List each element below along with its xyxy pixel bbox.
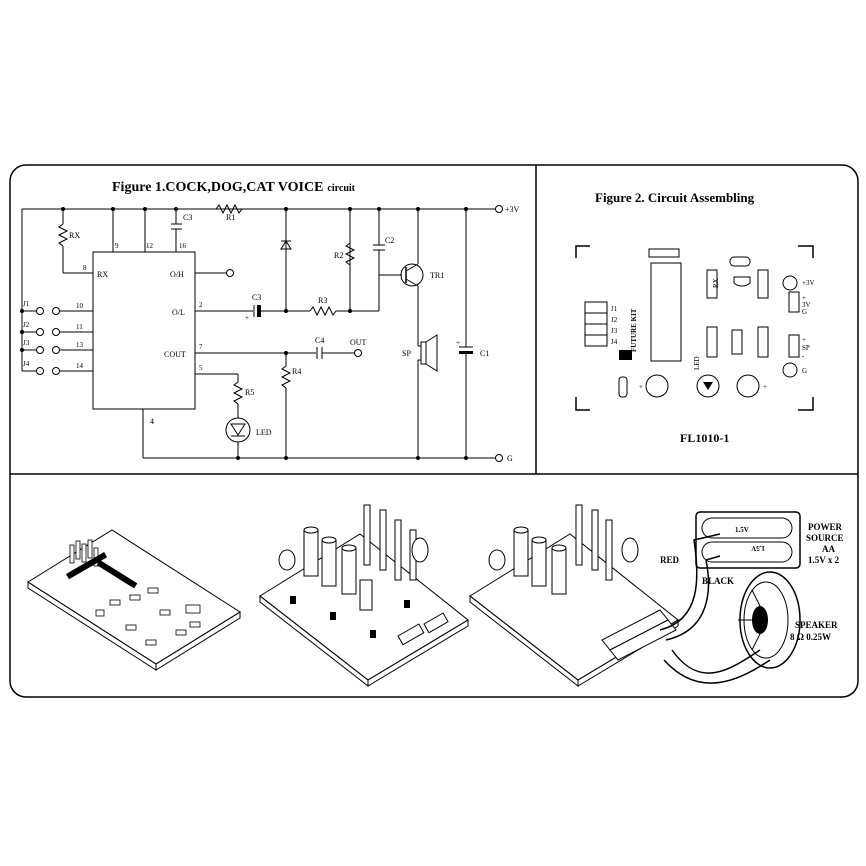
svg-text:G: G [802,367,807,375]
svg-text:SP: SP [802,344,810,352]
power-source-line2: SOURCE [806,533,844,543]
svg-text:5: 5 [199,364,203,372]
svg-text:SP: SP [402,349,411,358]
svg-text:-: - [802,352,805,360]
svg-text:J3: J3 [611,327,618,335]
pcb-illustration-1 [27,529,241,671]
led-symbol [225,417,251,443]
speaker [738,571,801,669]
svg-text:R2: R2 [334,251,343,260]
svg-text:OUT: OUT [350,338,367,347]
svg-text:J3: J3 [23,339,30,347]
svg-text:1.5V: 1.5V [735,526,749,534]
svg-text:TR1: TR1 [430,271,444,280]
supply-label: +3V [505,205,520,214]
power-source-line3: AA [822,544,835,554]
svg-text:C3: C3 [252,293,261,302]
svg-text:11: 11 [76,323,83,331]
svg-text:O/L: O/L [172,308,185,317]
outer-frame [9,164,859,698]
svg-text:13: 13 [76,341,84,349]
svg-text:2: 2 [199,301,203,309]
futurekit-logo [619,350,632,360]
power-source-line1: POWER [808,522,843,532]
svg-text:9: 9 [115,242,119,250]
pcb-illustration-2 [259,504,469,688]
power-source-line4: 1.5V x 2 [808,555,840,565]
figure2-assembly: Figure 2. Circuit Assembling J1 J2 J3 J4… [575,190,815,445]
svg-text:RX: RX [97,270,108,279]
speaker-symbol [420,341,427,365]
svg-text:8: 8 [83,264,87,272]
svg-text:+: + [245,314,249,322]
svg-text:LED: LED [693,356,701,370]
svg-text:14: 14 [76,362,84,370]
svg-text:J4: J4 [23,360,30,368]
svg-text:+: + [639,383,643,391]
svg-text:7: 7 [199,343,203,351]
svg-text:R4: R4 [292,367,301,376]
led-footprint [696,374,720,398]
ground-terminal [495,454,503,462]
svg-text:12: 12 [146,242,154,250]
svg-text:RX: RX [69,231,80,240]
svg-text:C3: C3 [183,213,192,222]
svg-text:RX: RX [712,278,720,288]
svg-text:4: 4 [150,417,154,426]
svg-text:R5: R5 [245,388,254,397]
svg-text:1.5V: 1.5V [751,544,765,552]
svg-text:+3V: +3V [802,279,815,287]
svg-text:J1: J1 [23,300,30,308]
ic-footprint [650,262,682,362]
svg-text:J2: J2 [611,316,618,324]
ground-label: G [507,454,513,463]
svg-text:16: 16 [179,242,187,250]
svg-text:R1: R1 [226,213,235,222]
svg-text:+: + [456,339,460,347]
pcb-illustration-3 [469,504,771,688]
svg-text:FUTURE KIT: FUTURE KIT [630,308,638,352]
red-wire-label: RED [660,555,680,565]
svg-text:+: + [802,336,806,344]
black-wire-label: BLACK [702,576,734,586]
voice-ic [92,251,196,410]
svg-text:J4: J4 [611,338,618,346]
svg-text:C4: C4 [315,336,324,345]
svg-text:C1: C1 [480,349,489,358]
transistor-tr1 [400,263,424,287]
board-code: FL1010-1 [680,431,729,445]
battery-holder: 1.5V 1.5V [695,511,801,569]
svg-text:3V: 3V [802,301,811,309]
svg-text:O/H: O/H [170,270,184,279]
svg-text:COUT: COUT [164,350,186,359]
svg-text:+: + [802,294,806,302]
figure2-title: Figure 2. Circuit Assembling [595,190,755,205]
svg-text:R3: R3 [318,296,327,305]
svg-text:G: G [802,308,807,316]
svg-text:LED: LED [256,428,272,437]
svg-text:J2: J2 [23,321,30,329]
speaker-spec: 8 Ω 0.25W [790,632,831,642]
svg-text:J1: J1 [611,305,618,313]
supply-terminal [495,205,503,213]
speaker-label: SPEAKER [795,620,838,630]
svg-text:10: 10 [76,302,84,310]
svg-text:+: + [763,383,767,391]
svg-text:C2: C2 [385,236,394,245]
